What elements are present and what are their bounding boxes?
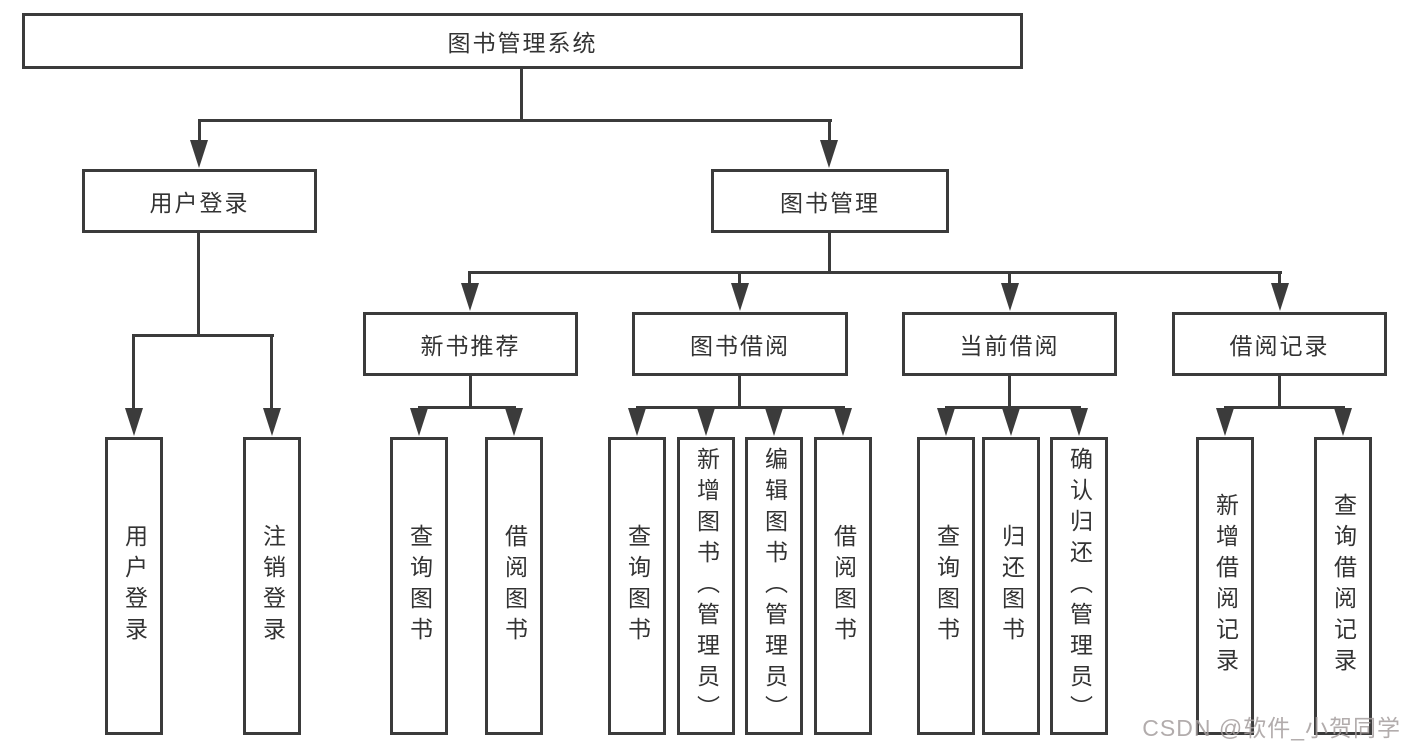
leaf-edit-books-admin: 编辑图书（管理员） [745,437,803,735]
node-borrowing-records-label: 借阅记录 [1229,333,1330,359]
connector-hline [1224,406,1345,409]
node-user-login-label: 用户登录 [149,190,250,216]
node-current-borrowing-label: 当前借阅 [959,333,1060,359]
connector-arrowhead [697,408,715,436]
connector-vline [828,233,831,274]
leaf-return-books: 归还图书 [982,437,1040,735]
node-root-label: 图书管理系统 [447,30,598,56]
connector-arrowhead [820,140,838,168]
leaf-query-books-recommend: 查询图书 [390,437,448,735]
node-new-book-recommend: 新书推荐 [363,312,578,376]
connector-hline [198,119,832,122]
connector-vline [469,376,472,408]
leaf-add-books-admin-label: 新增图书（管理员） [693,446,720,726]
leaf-query-borrow-record-label: 查询借阅记录 [1330,493,1357,679]
connector-vline [520,69,523,121]
connector-vline [1278,273,1281,285]
connector-vline [270,336,273,410]
node-book-borrowing-label: 图书借阅 [690,333,790,359]
connector-hline [945,406,1081,409]
connector-vline [197,233,200,337]
leaf-confirm-return-admin-label: 确认归还（管理员） [1066,446,1093,726]
node-user-login: 用户登录 [82,169,317,233]
connector-hline [132,334,274,337]
leaf-query-books-recommend-label: 查询图书 [406,524,433,648]
leaf-query-books-current: 查询图书 [917,437,975,735]
leaf-borrow-books-borrowing: 借阅图书 [814,437,872,735]
connector-vline [738,273,741,285]
connector-vline [198,121,201,143]
connector-hline [468,271,1282,274]
leaf-borrow-books-recommend: 借阅图书 [485,437,543,735]
leaf-borrow-books-recommend-label: 借阅图书 [501,524,528,648]
connector-arrowhead [263,408,281,436]
connector-arrowhead [190,140,208,168]
node-book-management: 图书管理 [711,169,949,233]
leaf-borrow-books-borrowing-label: 借阅图书 [830,524,857,648]
connector-arrowhead [1002,408,1020,436]
leaf-query-books-borrowing: 查询图书 [608,437,666,735]
connector-arrowhead [937,408,955,436]
connector-arrowhead [628,408,646,436]
connector-hline [636,406,845,409]
connector-arrowhead [1001,283,1019,311]
csdn-watermark: CSDN @软件_小贺同学 [1142,715,1401,741]
connector-vline [468,273,471,285]
leaf-confirm-return-admin: 确认归还（管理员） [1050,437,1108,735]
leaf-user-login-label: 用户登录 [121,524,148,648]
connector-arrowhead [461,283,479,311]
leaf-add-borrow-record-label: 新增借阅记录 [1212,493,1239,679]
connector-vline [828,121,831,143]
connector-arrowhead [1216,408,1234,436]
leaf-add-borrow-record: 新增借阅记录 [1196,437,1254,735]
node-new-book-recommend-label: 新书推荐 [420,333,521,359]
connector-vline [1008,273,1011,285]
connector-arrowhead [834,408,852,436]
connector-arrowhead [1070,408,1088,436]
leaf-logout-label: 注销登录 [259,524,286,648]
connector-vline [1278,376,1281,408]
connector-arrowhead [731,283,749,311]
connector-arrowhead [125,408,143,436]
node-book-management-label: 图书管理 [780,190,880,216]
leaf-query-books-borrowing-label: 查询图书 [624,524,651,648]
leaf-user-login: 用户登录 [105,437,163,735]
node-current-borrowing: 当前借阅 [902,312,1117,376]
leaf-edit-books-admin-label: 编辑图书（管理员） [761,446,788,726]
connector-arrowhead [410,408,428,436]
connector-arrowhead [1271,283,1289,311]
leaf-query-borrow-record: 查询借阅记录 [1314,437,1372,735]
connector-arrowhead [505,408,523,436]
connector-vline [738,376,741,408]
leaf-add-books-admin: 新增图书（管理员） [677,437,735,735]
node-borrowing-records: 借阅记录 [1172,312,1387,376]
connector-vline [1008,376,1011,408]
node-root: 图书管理系统 [22,13,1023,69]
leaf-query-books-current-label: 查询图书 [933,524,960,648]
leaf-logout: 注销登录 [243,437,301,735]
connector-hline [418,406,516,409]
node-book-borrowing: 图书借阅 [632,312,848,376]
leaf-return-books-label: 归还图书 [998,524,1025,648]
connector-arrowhead [1334,408,1352,436]
connector-vline [132,336,135,410]
connector-arrowhead [765,408,783,436]
